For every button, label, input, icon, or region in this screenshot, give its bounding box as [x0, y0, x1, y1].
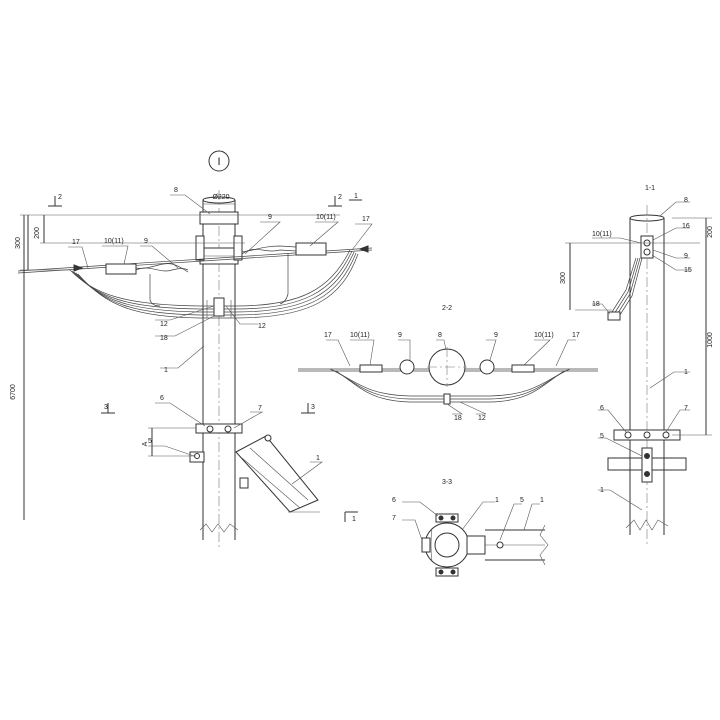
callout-label: 9 [144, 238, 148, 245]
callout-label: 12 [160, 321, 168, 328]
callout-label: 1 [164, 367, 168, 374]
callout-label: 17 [572, 332, 580, 339]
callout-label: 10(11) [534, 332, 554, 339]
callout-label: 6700 [10, 384, 17, 400]
section-2-2-title: 2-2 [442, 305, 452, 312]
main-labels: 8 9 10(11) 17 17 10(11) 9 12 18 12 1 6 7… [72, 187, 370, 462]
clamp-bracket-left [195, 235, 205, 261]
pole-cap-band [199, 211, 239, 225]
callout-label: 18 [592, 301, 600, 308]
leader-lines [68, 194, 373, 485]
callout-label: 17 [362, 216, 370, 223]
callout-label: 17 [324, 332, 332, 339]
callout-label: 1 [354, 193, 358, 200]
clamp-bracket-right [233, 235, 243, 261]
callout-label: 5 [148, 438, 152, 445]
callout-label: A [142, 441, 149, 446]
callout-label: 6 [600, 405, 604, 412]
pole [199, 190, 239, 550]
callout-label: 10(11) [592, 231, 612, 238]
callout-label: 6 [392, 497, 396, 504]
callout-label: 10(11) [316, 214, 336, 221]
main-view: I Ø220 [10, 150, 373, 550]
callout-label: 8 [174, 187, 178, 194]
main-dimensions: 200 300 6700 A [10, 214, 340, 520]
callout-label: 7 [684, 405, 688, 412]
callout-label: 7 [392, 515, 396, 522]
callout-label: 1 [600, 487, 604, 494]
callout-label: 18 [160, 335, 168, 342]
lower-bracket [189, 423, 320, 513]
callout-label: 9 [398, 332, 402, 339]
section-2-2-labels: 17 10(11) 9 8 9 10(11) 17 18 12 [324, 332, 580, 422]
callout-label: 12 [478, 415, 486, 422]
callout-label: 3 [104, 404, 108, 411]
callout-label: 3 [311, 404, 315, 411]
callout-label: 18 [454, 415, 462, 422]
callout-label: 10(11) [350, 332, 370, 339]
callout-label: 1 [495, 497, 499, 504]
callout-label: 6 [160, 395, 164, 402]
callout-label: 8 [684, 197, 688, 204]
section-1-1-dimensions: 300 200 1000 [560, 217, 714, 436]
callout-label: 200 [707, 226, 714, 238]
callout-label: 1 [684, 369, 688, 376]
callout-symbol: I [217, 156, 220, 168]
callout-label: 2 [58, 194, 62, 201]
callout-label: 1 [540, 497, 544, 504]
callout-label: 1000 [707, 332, 714, 348]
section-3-3-labels: 6 7 1 5 1 [392, 497, 544, 522]
callout-label: 2 [338, 194, 342, 201]
callout-label: 1 [352, 516, 356, 523]
tension-clamp-right [241, 242, 327, 305]
section-3-3: 3-3 6 7 1 5 1 [392, 479, 549, 577]
section-1-1: 1-1 300 200 1000 [560, 185, 714, 545]
callout-label: 5 [600, 433, 604, 440]
callout-label: 15 [684, 267, 692, 274]
callout-label: 300 [15, 237, 22, 249]
callout-label: 200 [34, 227, 41, 239]
callout-label: 5 [520, 497, 524, 504]
callout-label: 7 [258, 405, 262, 412]
tension-clamp-left [105, 263, 189, 307]
callout-label: 10(11) [104, 238, 124, 245]
section-1-1-labels: 8 10(11) 16 9 15 18 1 6 7 5 1 [592, 197, 692, 494]
callout-label: 9 [684, 253, 688, 260]
callout-label: 16 [682, 223, 690, 230]
section-1-1-title: 1-1 [645, 185, 655, 192]
callout-label: 8 [438, 332, 442, 339]
section-3-3-title: 3-3 [442, 479, 452, 486]
callout-label: 17 [72, 239, 80, 246]
callout-label: 300 [560, 272, 567, 284]
callout-label: 9 [494, 332, 498, 339]
section-markers: 2 2 1 3 3 1 [48, 193, 362, 523]
callout-circle [208, 150, 230, 172]
callout-label: 1 [316, 455, 320, 462]
callout-label: 12 [258, 323, 266, 330]
callout-label: 9 [268, 214, 272, 221]
suspension-bracket [213, 297, 225, 317]
diameter-label: Ø220 [212, 194, 229, 201]
section-2-2: 2-2 17 10(11) 9 8 [298, 305, 598, 422]
